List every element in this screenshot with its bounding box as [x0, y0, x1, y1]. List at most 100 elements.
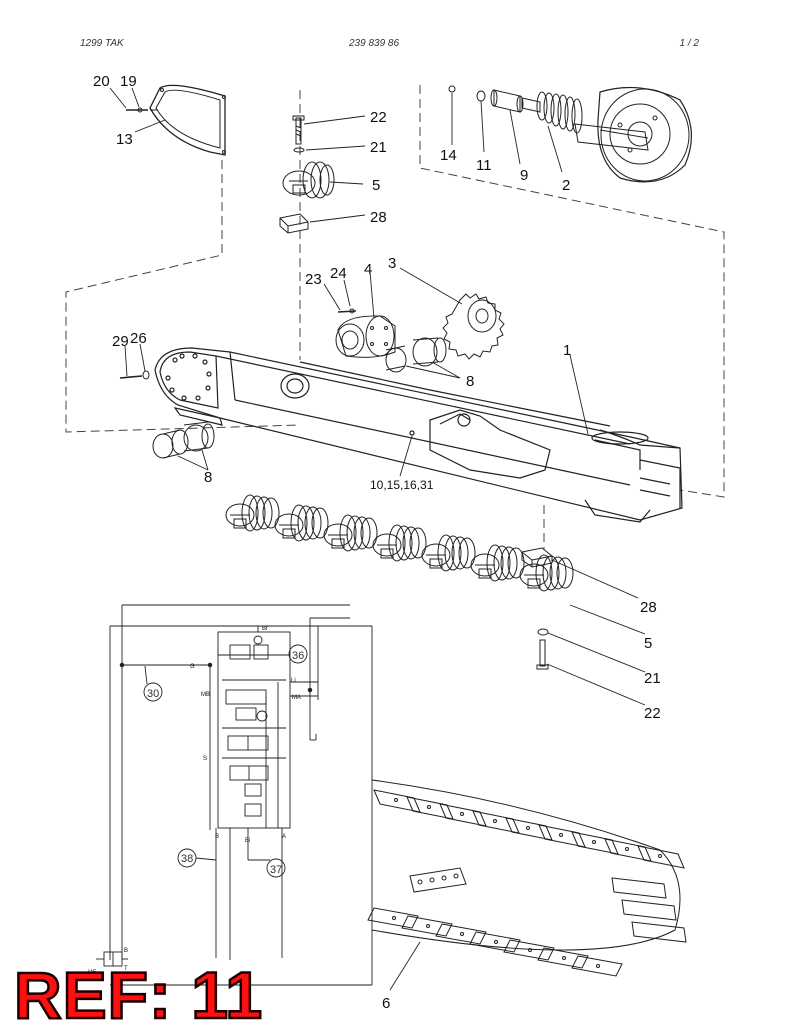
shoe-bolt	[494, 940, 498, 944]
bushing-8-upper	[385, 337, 447, 373]
dashed-boundary-right	[299, 85, 725, 550]
callout-24: 24	[330, 265, 347, 282]
callout-21-lower: 21	[644, 670, 661, 687]
hydraulic-schematic	[96, 604, 373, 986]
mounting-block-28-lower	[521, 547, 553, 568]
dashed-boundary-left	[65, 160, 301, 433]
callout-28-top: 28	[370, 209, 387, 226]
idler-assembly	[448, 85, 693, 183]
bolt-20-19	[126, 107, 158, 113]
callout-19: 19	[120, 73, 137, 90]
callout-23: 23	[305, 271, 322, 288]
track-roller-3	[323, 514, 378, 552]
leader-lines	[109, 87, 646, 991]
shoe-bolt	[528, 948, 532, 952]
support-roller-5-top	[282, 161, 335, 199]
track-roller-6	[470, 544, 525, 582]
crawler-track-6	[367, 779, 687, 977]
washer-21-lower	[537, 628, 549, 636]
callout-14: 14	[440, 147, 457, 164]
shoe-bolt	[592, 840, 596, 844]
callout-20: 20	[93, 73, 110, 90]
callout-10-15-16-31: 10,15,16,31	[370, 478, 434, 492]
track-roller-1	[225, 494, 280, 532]
callout-3: 3	[388, 255, 396, 272]
callout-22-lower: 22	[644, 705, 661, 722]
callout-28-lower: 28	[640, 599, 657, 616]
shoe-bolt	[427, 805, 431, 809]
circled-36: 36	[292, 650, 304, 662]
track-rollers-row	[225, 494, 574, 592]
circled-30: 30	[147, 688, 159, 700]
track-shoe-bottom-7	[571, 955, 623, 977]
track-shoe-top-9	[637, 845, 685, 869]
track-roller-7	[519, 554, 574, 592]
port-b2: B	[124, 948, 128, 954]
track-roller-2	[274, 504, 329, 542]
callout-11: 11	[476, 157, 492, 174]
shoe-bolt	[460, 812, 464, 816]
track-shoe-end-3	[631, 921, 687, 943]
port-a: A	[282, 834, 286, 840]
callout-labels: 20 19 13 22 21 5 28 14 11 9 2 23 24 4 3 …	[93, 73, 661, 1012]
shoe-bolt	[625, 847, 629, 851]
bolt-22-top	[292, 115, 305, 145]
shoe-bolt	[658, 854, 662, 858]
shoe-bolt	[426, 924, 430, 928]
track-outline	[371, 779, 681, 951]
port-t: T	[124, 966, 128, 972]
sprocket-3	[442, 293, 505, 360]
bolt-22-lower	[536, 639, 549, 670]
port-bi: Bi	[245, 838, 250, 844]
shoe-bolt	[559, 833, 563, 837]
shoe-bolt	[493, 819, 497, 823]
bolt-29-26	[119, 370, 150, 380]
track-shoe-bottom-4	[469, 931, 521, 953]
track-shoe-bottom-2	[401, 915, 453, 937]
bushing-8-lower	[152, 421, 215, 459]
circled-38: 38	[181, 853, 193, 865]
callout-1: 1	[563, 342, 571, 359]
callout-26: 26	[130, 330, 147, 347]
shoe-bolt	[596, 964, 600, 968]
track-link-detail	[409, 867, 467, 893]
reference-stamp: REF: 11	[13, 958, 264, 1032]
callout-9: 9	[520, 167, 528, 184]
port-mb: MB	[201, 692, 210, 698]
callout-6: 6	[382, 995, 390, 1012]
callout-8-lower: 8	[204, 469, 212, 486]
callout-29: 29	[112, 333, 129, 350]
port-s: S	[203, 756, 207, 762]
header-model: 1299 TAK	[80, 38, 124, 49]
port-b: B	[215, 834, 219, 840]
shoe-bolt	[562, 956, 566, 960]
port-li: Li	[291, 678, 296, 684]
shoe-bolt	[460, 932, 464, 936]
track-shoe-bottom-3	[435, 923, 487, 945]
track-roller-4	[372, 524, 427, 562]
callout-5-top: 5	[372, 177, 380, 194]
washer-21-top	[293, 147, 305, 153]
circled-37: 37	[270, 864, 282, 876]
port-i45: I45	[88, 970, 97, 976]
port-br: Br	[262, 626, 268, 632]
callout-2: 2	[562, 177, 570, 194]
track-shoe-end-2	[621, 899, 677, 921]
track-roller-5	[421, 534, 476, 572]
callout-21-top: 21	[370, 139, 387, 156]
callout-5-lower: 5	[644, 635, 652, 652]
track-shoe-bottom-6	[537, 947, 589, 969]
track-shoe-bottom-1	[367, 907, 419, 929]
track-shoe-end-1	[611, 877, 667, 899]
drive-motor-4	[335, 308, 396, 358]
header-page-number: 1 / 2	[679, 38, 699, 49]
track-shoe-bottom-5	[503, 939, 555, 961]
port-ma: MA	[292, 695, 301, 701]
cover-plate-13	[149, 84, 226, 156]
callout-13: 13	[116, 131, 133, 148]
callout-8-upper: 8	[466, 373, 474, 390]
header-part-number: 239 839 86	[349, 38, 400, 49]
track-frame-1	[154, 347, 683, 523]
